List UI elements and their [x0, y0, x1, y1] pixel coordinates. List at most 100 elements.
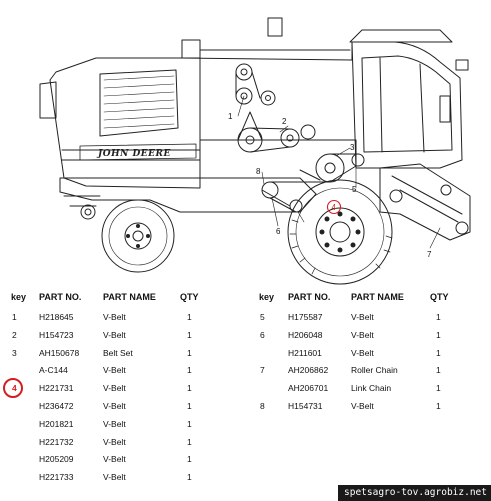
cell-part-no: H154723 [39, 329, 74, 340]
cell-qty: 1 [187, 365, 192, 376]
belt-drives [235, 63, 365, 213]
cell-part-no: H154731 [288, 401, 323, 411]
side-decal: JOHN DEERE [79, 143, 197, 161]
cell-qty: 1 [187, 436, 192, 447]
watermark: spetsagro-tov.agrobiz.net [338, 485, 491, 501]
cell-qty: 1 [436, 312, 441, 322]
cell-qty: 1 [187, 472, 192, 483]
cell-part-name: V-Belt [103, 472, 126, 483]
cell-part-no: H175587 [288, 312, 323, 322]
cell-qty: 1 [436, 383, 441, 394]
feeder-house [379, 163, 471, 241]
header-part-name: PART NAME [351, 292, 404, 302]
cell-part-no: H218645 [39, 312, 74, 322]
cell-part-name: V-Belt [103, 383, 126, 394]
table-row: 7 AH206862 Roller Chain 1 [250, 365, 490, 382]
header-qty: QTY [430, 292, 449, 302]
cell-part-name: V-Belt [351, 312, 374, 322]
cell-part-name: V-Belt [103, 454, 126, 465]
cell-part-no: AH150678 [39, 347, 80, 358]
header-part-name: PART NAME [103, 292, 156, 302]
cell-key: 7 [260, 365, 265, 376]
cell-part-no: H221732 [39, 436, 74, 447]
cell-qty: 1 [187, 347, 192, 358]
cell-part-name: V-Belt [103, 401, 126, 411]
cell-part-no: A-C144 [39, 365, 68, 376]
rear-hitch [69, 204, 97, 220]
table-row: 1 H218645 V-Belt 1 [0, 312, 240, 329]
cell-part-name: Belt Set [103, 347, 133, 358]
table-row: H236472 V-Belt 1 [0, 401, 240, 418]
cell-key: 5 [260, 312, 265, 322]
cell-qty: 1 [436, 329, 441, 340]
cell-part-name: V-Belt [103, 436, 126, 447]
brand-text: JOHN DEERE [96, 149, 171, 159]
engine-housing [39, 57, 357, 189]
callout-4-circle [326, 199, 342, 215]
table-row: 3 AH150678 Belt Set 1 [0, 348, 240, 365]
callout-2: 2 [282, 117, 287, 126]
callout-1: 1 [228, 112, 233, 121]
cell-part-name: V-Belt [103, 418, 126, 429]
highlight-ring [3, 378, 23, 399]
header-part-no: PART NO. [39, 292, 82, 302]
cell-qty: 1 [187, 454, 192, 465]
callout-6: 6 [276, 227, 281, 236]
header-key: key [259, 292, 275, 302]
cell-key: 8 [260, 401, 265, 411]
cell-qty: 1 [436, 365, 441, 376]
cell-qty: 1 [436, 401, 441, 411]
table-header: key PART NO. PART NAME QTY [250, 292, 491, 309]
cell-qty: 1 [187, 383, 192, 394]
cell-part-no: H205209 [39, 454, 74, 465]
callout-8: 8 [256, 167, 261, 176]
callout-5: 5 [352, 185, 357, 194]
grain-tank [179, 17, 369, 61]
cell-key: 2 [12, 329, 17, 340]
cell-qty: 1 [187, 312, 192, 322]
cell-part-no: AH206701 [288, 383, 329, 394]
table-row: A-C144 V-Belt 1 [0, 365, 240, 382]
cell-qty: 1 [436, 347, 441, 358]
table-row: H205209 V-Belt 1 [0, 454, 240, 471]
callout-7: 7 [427, 250, 432, 259]
front-wheel [287, 179, 393, 285]
header-part-no: PART NO. [288, 292, 331, 302]
cell-part-no: H206048 [288, 329, 323, 340]
table-row: 6 H206048 V-Belt 1 [250, 330, 490, 347]
combine-belt-diagram: JOHN DEERE [39, 17, 471, 285]
cell-qty: 1 [187, 401, 192, 411]
cell-part-name: Link Chain [351, 383, 392, 394]
chassis [59, 177, 317, 213]
header-qty: QTY [180, 292, 199, 302]
cell-part-name: V-Belt [103, 365, 126, 376]
cell-key: 1 [12, 312, 17, 322]
cell-part-name: V-Belt [103, 329, 126, 340]
cab [349, 29, 469, 169]
cell-part-no: H221731 [39, 383, 74, 394]
cell-part-no: AH206862 [288, 365, 329, 376]
cell-part-name: V-Belt [351, 347, 374, 358]
rear-wheel [101, 199, 175, 273]
cell-part-name: V-Belt [103, 312, 126, 322]
callout-4: 4 [332, 203, 337, 212]
cell-key: 3 [12, 347, 17, 358]
table-row: AH206701 Link Chain 1 [250, 383, 490, 400]
cell-part-name: Roller Chain [351, 365, 398, 376]
table-header: key PART NO. PART NAME QTY [0, 292, 240, 309]
cell-part-no: H236472 [39, 401, 74, 411]
cell-qty: 1 [187, 329, 192, 340]
callout-3: 3 [350, 143, 355, 152]
cell-part-name: V-Belt [351, 329, 374, 340]
table-row: H221732 V-Belt 1 [0, 437, 240, 454]
cell-part-no: H201821 [39, 418, 74, 429]
table-row: 5 H175587 V-Belt 1 [250, 312, 490, 329]
cell-key: 6 [260, 329, 265, 340]
